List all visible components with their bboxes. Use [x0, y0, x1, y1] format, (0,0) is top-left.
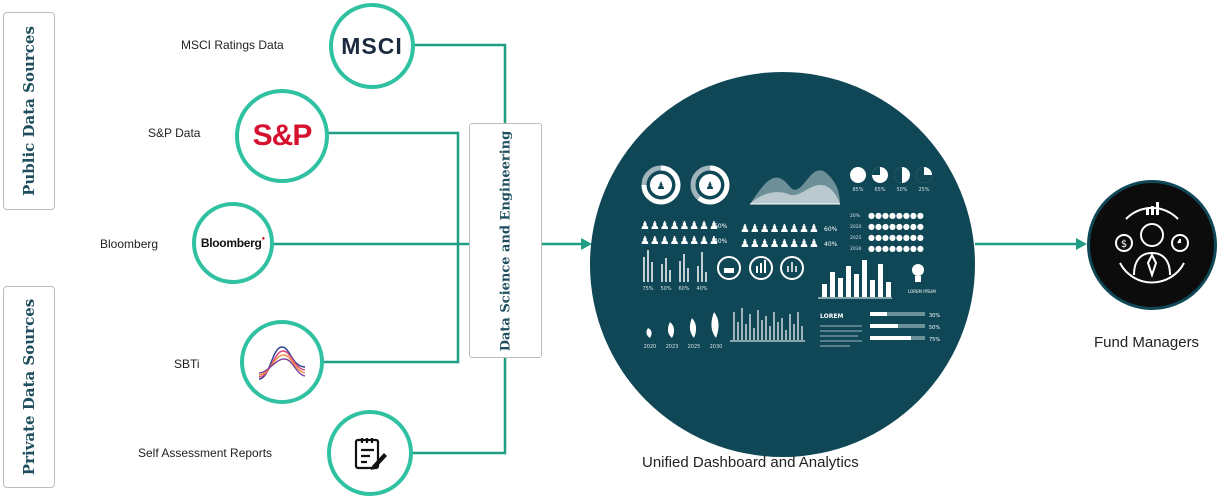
progress-label: 30%	[929, 313, 940, 319]
data-science-label: Data Science and Engineering	[498, 130, 513, 351]
pie-label: 85%	[852, 187, 863, 193]
source-label-sbti: SBTi	[174, 357, 200, 371]
connector-self-assessment	[387, 358, 507, 455]
people-label: 60%	[714, 223, 728, 230]
bar-label: 75%	[642, 286, 653, 292]
plant-icons	[646, 312, 719, 338]
connector-sp	[327, 131, 460, 244]
bar-label: 50%	[660, 286, 671, 292]
clipboard-pen-icon	[354, 438, 387, 470]
people-label: 60%	[824, 226, 838, 233]
plant-year: 2030	[710, 344, 723, 350]
self-assessment-logo-circle	[327, 410, 413, 496]
people-pictograph: ♟♟♟♟♟♟♟♟ ♟♟♟♟♟♟♟♟ ♟♟♟♟♟♟♟♟ ♟♟♟♟♟♟♟♟	[640, 219, 819, 250]
msci-logo-circle: MSCI	[329, 3, 415, 89]
arrowhead-fund-managers	[1076, 238, 1087, 250]
area-chart	[750, 170, 840, 205]
source-label-bloomberg: Bloomberg	[100, 237, 159, 251]
plant-years: 2020 2023 2025 2030	[644, 344, 723, 350]
source-label-self-assessment: Self Assessment Reports	[138, 446, 273, 460]
progress-labels: 30% 50% 75%	[929, 313, 940, 343]
progress-label: 75%	[929, 337, 940, 343]
svg-text:●●●●●●●●: ●●●●●●●●	[868, 222, 924, 231]
year-label: 2030	[850, 246, 862, 252]
svg-text:$: $	[1121, 239, 1127, 250]
source-label-sp: S&P Data	[148, 126, 201, 140]
pie-label: 65%	[874, 187, 885, 193]
msci-logo: MSCI	[341, 32, 403, 59]
pie-label: 50%	[896, 187, 907, 193]
svg-text:♟♟♟♟♟♟♟♟: ♟♟♟♟♟♟♟♟	[640, 219, 719, 232]
svg-text:♟♟♟♟♟♟♟♟: ♟♟♟♟♟♟♟♟	[640, 234, 719, 247]
fund-manager-icon: $	[1115, 202, 1189, 284]
ring-icons	[717, 256, 804, 280]
progress-bars	[870, 312, 925, 340]
bloomberg-logo: Bloomberg	[200, 236, 262, 250]
bloomberg-logo-circle: Bloomberg●	[192, 202, 274, 284]
people-label: 40%	[714, 238, 728, 245]
lorem-title: LOREM	[820, 313, 843, 320]
connector-msci	[412, 43, 507, 123]
bar-label: 40%	[696, 286, 707, 292]
data-science-box: Data Science and Engineering	[469, 123, 542, 358]
dashboard-label: Unified Dashboard and Analytics	[642, 454, 859, 471]
dashboard-infographic: ♟ ♟ 85% 65% 50% 25%	[640, 165, 940, 350]
connector-sbti	[320, 244, 460, 364]
fund-managers-label: Fund Managers	[1094, 334, 1200, 351]
source-label-msci: MSCI Ratings Data	[181, 38, 284, 52]
pie-label: 25%	[918, 187, 929, 193]
private-sources-group: Private Data Sources	[3, 286, 55, 488]
year-label: 2020	[850, 224, 862, 230]
plant-year: 2025	[688, 344, 701, 350]
public-sources-label: Public Data Sources	[20, 26, 38, 196]
pie-icons	[850, 167, 932, 183]
svg-text:♟: ♟	[657, 181, 666, 192]
sp-logo-circle: S&P	[235, 89, 329, 183]
bar-chart	[822, 260, 891, 297]
droplet-grid: ●●●●●●●● ●●●●●●●● ●●●●●●●● ●●●●●●●●	[868, 211, 924, 253]
fund-managers-circle: $	[1087, 180, 1217, 310]
sbti-logo-circle	[240, 320, 324, 404]
thin-bar-chart	[643, 250, 707, 282]
year-label: 2025	[850, 235, 862, 241]
sbti-curve-icon	[258, 346, 306, 380]
private-sources-label: Private Data Sources	[20, 298, 38, 476]
progress-label: 50%	[929, 325, 940, 331]
svg-text:●●●●●●●●: ●●●●●●●●	[868, 244, 924, 253]
text-lines	[820, 325, 862, 347]
dense-bar-chart	[733, 308, 803, 340]
svg-text:♟♟♟♟♟♟♟♟: ♟♟♟♟♟♟♟♟	[740, 237, 819, 250]
people-label: 40%	[824, 241, 838, 248]
plant-year: 2020	[644, 344, 657, 350]
dashboard-circle: ♟ ♟ 85% 65% 50% 25%	[590, 72, 975, 457]
bulb-icon	[912, 264, 924, 282]
year-labels: 20% 2020 2025 2030	[850, 213, 862, 252]
public-sources-group: Public Data Sources	[3, 12, 55, 210]
svg-text:♟: ♟	[706, 181, 715, 192]
plant-year: 2023	[666, 344, 679, 350]
svg-text:♟♟♟♟♟♟♟♟: ♟♟♟♟♟♟♟♟	[740, 222, 819, 235]
sp-logo: S&P	[252, 119, 313, 152]
bar-label: 60%	[678, 286, 689, 292]
svg-text:●●●●●●●●: ●●●●●●●●	[868, 211, 924, 220]
svg-text:●●●●●●●●: ●●●●●●●●	[868, 233, 924, 242]
arrowhead-dashboard	[581, 238, 592, 250]
year-label: 20%	[850, 213, 861, 219]
bulb-text: LOREM IPSUM	[908, 289, 936, 294]
bar-labels: 75% 50% 60% 40%	[642, 286, 707, 292]
people-labels: 60% 40% 60% 40%	[714, 223, 838, 248]
pie-labels: 85% 65% 50% 25%	[852, 187, 929, 193]
